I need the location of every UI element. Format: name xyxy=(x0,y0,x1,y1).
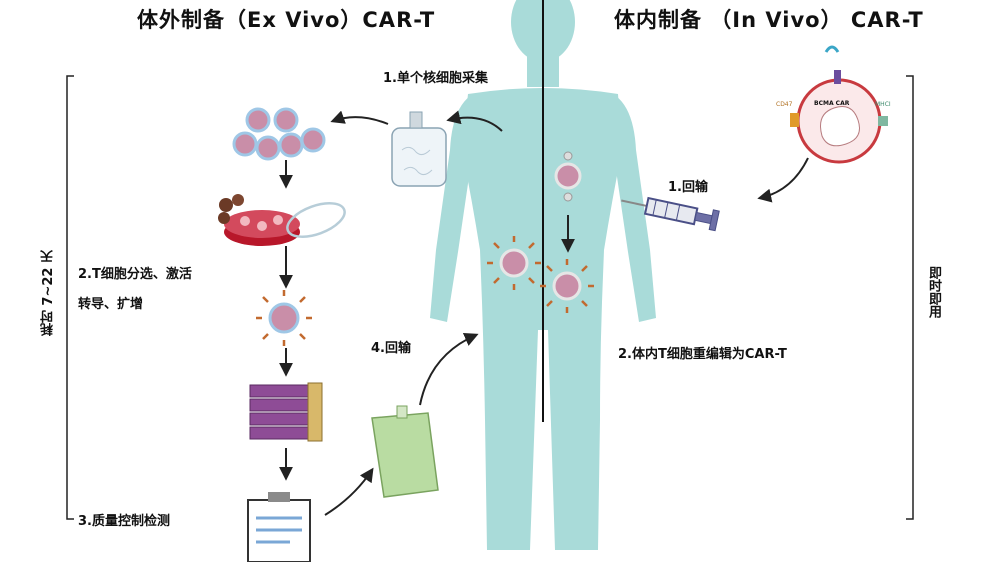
ex-vivo-step2-label-line2: 转导、扩增 xyxy=(78,297,144,312)
viral-vector xyxy=(790,45,888,164)
ex-vivo-step4-label: 4.回输 xyxy=(371,341,411,356)
bcma-car-label: BCMA CAR xyxy=(814,100,850,107)
ex-vivo-step1-label: 1.单个核细胞采集 xyxy=(383,71,488,86)
flow-arrows xyxy=(279,110,809,516)
petri-dish xyxy=(218,194,346,246)
car-t-cell xyxy=(256,290,312,346)
ex-vivo-step3-label: 3.质量控制检测 xyxy=(78,514,170,529)
arrow-qc-to-bag xyxy=(324,467,374,516)
ex-vivo-title: 体外制备（Ex Vivo）CAR-T xyxy=(137,8,436,32)
culture-flask-stack xyxy=(249,382,323,442)
pbmc-cluster xyxy=(232,107,326,161)
arrow-bag-to-cells xyxy=(330,110,389,125)
arrow-bag-to-body xyxy=(419,333,479,406)
apheresis-bag xyxy=(391,111,447,187)
ex-vivo-step2-label-line1: 2.T细胞分选、激活 xyxy=(78,267,192,282)
qc-clipboard xyxy=(247,492,311,562)
in-vivo-car-t-cell-left xyxy=(487,236,541,290)
mhc1-label: MHCI xyxy=(875,101,891,108)
syringe xyxy=(621,196,720,232)
in-vivo-car-t-cell-right xyxy=(540,259,594,313)
car-t-infusion-bag xyxy=(371,405,439,498)
in-vivo-title: 体内制备 （In Vivo） CAR-T xyxy=(614,8,924,32)
arrow-body-to-bag xyxy=(446,110,503,132)
in-vivo-step1-label: 1.回输 xyxy=(668,180,708,195)
ex-vivo-duration: 耗时 7~22 天 xyxy=(41,250,56,337)
in-vivo-bracket xyxy=(906,75,914,520)
cd47-label: CD47 xyxy=(776,101,793,108)
in-vivo-duration: 即时即用 xyxy=(926,266,941,318)
arrow-vector-to-syringe xyxy=(757,157,809,203)
in-vivo-t-cell-top xyxy=(554,151,582,202)
ex-vivo-bracket xyxy=(66,75,74,520)
in-vivo-step2-label: 2.体内T细胞重编辑为CAR-T xyxy=(618,347,787,362)
